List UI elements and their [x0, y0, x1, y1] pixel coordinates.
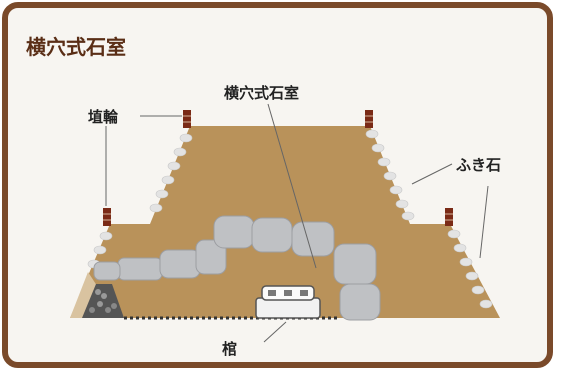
- leader-lines: [105, 103, 489, 343]
- haniwa-figures: [103, 110, 453, 226]
- diagram-title: 横穴式石室: [26, 35, 126, 59]
- label-coffin: 棺: [222, 340, 237, 358]
- fukiishi-stones: [87, 129, 493, 309]
- coffin: [255, 285, 321, 319]
- haniwa-mid-right: [445, 208, 453, 226]
- haniwa-top-left: [183, 110, 191, 128]
- label-haniwa: 埴輪: [88, 108, 119, 126]
- stone-chamber: [93, 215, 381, 321]
- label-chamber: 横穴式石室: [224, 84, 299, 102]
- rubble-pile: [82, 284, 124, 318]
- haniwa-bands: [103, 115, 453, 221]
- haniwa-top-right: [365, 110, 373, 128]
- label-fukiishi: ふき石: [456, 156, 501, 174]
- haniwa-mid-left: [103, 208, 111, 226]
